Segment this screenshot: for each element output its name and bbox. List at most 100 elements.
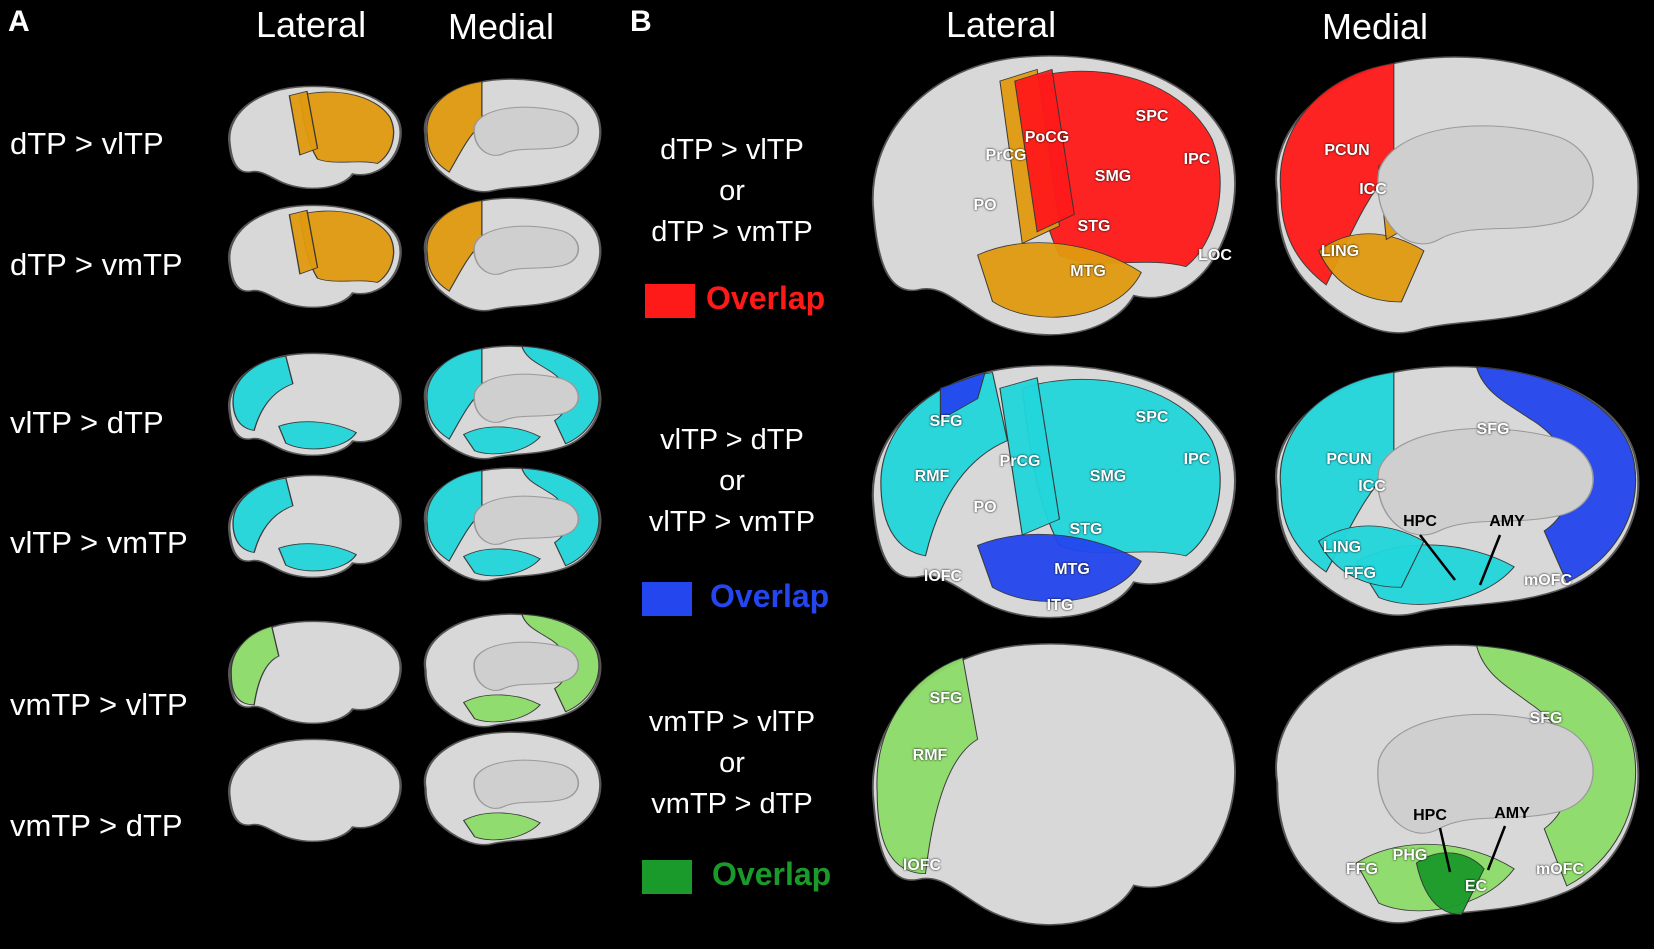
panel-b-row-label-group: vlTP > dTP or vlTP > vmTP	[582, 420, 882, 543]
brain-outline	[228, 738, 402, 843]
region-label: PCUN	[1324, 142, 1370, 159]
region-label: LOC	[1198, 247, 1232, 264]
brain-texture	[1276, 645, 1278, 647]
or-line: or	[719, 175, 745, 207]
brain-texture	[424, 346, 426, 348]
or-line: or	[719, 465, 745, 497]
contrast-line: dTP > vlTP	[660, 134, 804, 166]
region-label: RMF	[914, 468, 950, 485]
medial-brain	[423, 345, 602, 460]
medial-brain	[423, 467, 602, 582]
region-label: PrCG	[999, 453, 1041, 470]
region-label: PHG	[1392, 847, 1428, 864]
contrast-line: vlTP > vmTP	[648, 506, 816, 538]
region-label: SPC	[1135, 409, 1169, 426]
pointer-line	[1438, 827, 1452, 873]
region-label: lOFC	[902, 857, 942, 874]
lateral-brain	[228, 738, 402, 843]
region-label: lOFC	[923, 568, 963, 585]
panel-a-row-label: vlTP > vmTP	[10, 525, 188, 560]
region-label: IPC	[1183, 451, 1211, 468]
panel-a-row-label: vmTP > vlTP	[10, 687, 188, 722]
activation-region	[462, 812, 541, 841]
region-label: MTG	[1070, 263, 1106, 280]
region-label: PrCG	[985, 147, 1027, 164]
lateral-brain	[228, 474, 402, 579]
region-label: PoCG	[1024, 129, 1070, 146]
medial-brain	[1275, 644, 1640, 924]
region-label: PO	[973, 197, 997, 214]
activation-region	[939, 371, 986, 421]
panel-b-row-label-group: vmTP > vlTP or vmTP > dTP	[582, 702, 882, 825]
medial-brain	[1275, 56, 1640, 334]
brain-texture	[872, 643, 874, 645]
activation-region	[1318, 233, 1425, 303]
overlap-legend-label: Overlap	[710, 578, 830, 614]
activation-region	[462, 426, 541, 455]
region-label: LING	[1320, 243, 1360, 260]
activation-region	[462, 694, 541, 723]
brain-texture	[424, 468, 426, 470]
brain-texture	[872, 365, 874, 367]
region-label: PO	[973, 499, 997, 516]
region-label: IPC	[1183, 151, 1211, 168]
medial-brain	[423, 78, 602, 193]
medial-wall	[473, 106, 579, 156]
region-label: PCUN	[1326, 451, 1372, 468]
activation-region	[880, 371, 1008, 557]
panel-b-medial-header: Medial	[1322, 6, 1429, 47]
region-label: SFG	[1476, 421, 1510, 438]
medial-brain	[1274, 365, 1640, 616]
overlap-swatch	[642, 860, 692, 894]
region-label: AMY	[1494, 805, 1530, 822]
brain-texture	[1276, 57, 1278, 59]
activation-region	[999, 377, 1061, 536]
medial-wall	[1377, 125, 1594, 245]
medial-wall	[473, 759, 579, 809]
lateral-brain	[228, 85, 402, 190]
activation-region	[462, 548, 541, 577]
activation-region	[230, 625, 280, 706]
medial-wall	[473, 225, 579, 275]
medial-brain	[423, 197, 602, 312]
lateral-brain	[871, 364, 1237, 619]
panel-label-b: B	[630, 5, 652, 38]
activation-region	[1014, 68, 1075, 233]
contrast-line: vmTP > dTP	[651, 788, 813, 820]
region-label: AMY	[1489, 513, 1525, 530]
region-label: MTG	[1054, 561, 1090, 578]
activation-region	[1317, 525, 1425, 588]
region-label: mOFC	[1524, 572, 1572, 589]
activation-region	[1475, 366, 1637, 583]
overlap-swatch	[642, 582, 692, 616]
lateral-brain	[228, 352, 402, 457]
activation-region	[521, 345, 600, 445]
activation-region	[876, 656, 979, 875]
brain-texture	[229, 353, 231, 355]
brain-texture	[424, 614, 426, 616]
panel-a-row-label: dTP > vlTP	[10, 126, 164, 161]
panel-a-row-label: dTP > vmTP	[10, 247, 183, 282]
pointer-line	[1478, 534, 1502, 586]
medial-wall	[473, 641, 579, 691]
brain-texture	[872, 55, 874, 57]
activation-region	[288, 90, 319, 156]
panel-label-a: A	[8, 5, 30, 38]
brain-texture	[424, 732, 426, 734]
region-label: SFG	[1529, 710, 1563, 727]
region-label: FFG	[1346, 861, 1378, 878]
region-label: STG	[1077, 218, 1111, 235]
activation-region	[977, 242, 1142, 318]
activation-region	[288, 209, 319, 275]
activation-region	[278, 543, 358, 572]
brain-texture	[229, 621, 231, 623]
medial-wall	[1377, 713, 1594, 834]
activation-region	[278, 421, 358, 450]
brain-texture	[229, 86, 231, 88]
activation-region	[426, 470, 483, 562]
brain-texture	[424, 198, 426, 200]
medial-brain	[423, 613, 602, 728]
lateral-brain	[871, 643, 1237, 926]
